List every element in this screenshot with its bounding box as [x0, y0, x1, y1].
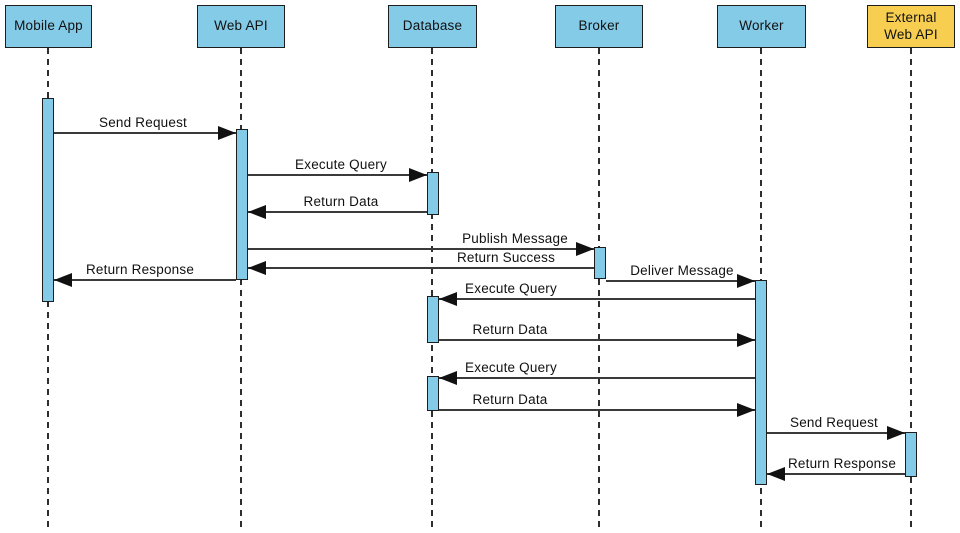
activation-bar-web-api [236, 129, 248, 280]
message-label: Return Data [303, 194, 379, 209]
arrowhead-right-icon [409, 168, 427, 182]
message-line [606, 280, 755, 282]
message-line [54, 279, 236, 281]
arrowhead-left-icon [54, 273, 72, 287]
arrowhead-left-icon [439, 371, 457, 385]
actor-external-web-api: External Web API [867, 5, 955, 48]
arrowhead-right-icon [887, 426, 905, 440]
message-label: Return Response [85, 262, 195, 277]
actor-label-mobile-app: Mobile App [14, 18, 83, 34]
message-label: Return Response [787, 456, 897, 471]
message-label: Publish Message [462, 231, 568, 246]
message-line [767, 473, 905, 475]
message-line [767, 432, 905, 434]
arrowhead-left-icon [248, 261, 266, 275]
actor-label-broker: Broker [578, 18, 620, 34]
arrowhead-right-icon [576, 242, 594, 256]
actor-label-worker: Worker [739, 18, 784, 34]
actor-label-database: Database [402, 18, 463, 34]
actor-broker: Broker [555, 5, 643, 48]
message-line [439, 377, 755, 379]
activation-bar-broker [594, 247, 606, 279]
message-label: Return Data [472, 322, 548, 337]
activation-bar-database [427, 296, 439, 343]
message-label: Return Data [472, 392, 548, 407]
actor-label-external-web-api: External Web API [884, 10, 938, 42]
actor-worker: Worker [717, 5, 806, 48]
message-label: Deliver Message [630, 263, 734, 278]
lifeline-external-web-api [910, 48, 912, 528]
arrowhead-right-icon [218, 126, 236, 140]
lifeline-broker [598, 48, 600, 528]
message-line [54, 132, 236, 134]
lifeline-web-api [240, 48, 242, 528]
message-label: Return Success [456, 250, 556, 265]
arrowhead-right-icon [737, 403, 755, 417]
message-line [439, 409, 755, 411]
message-line [439, 298, 755, 300]
arrowhead-left-icon [767, 467, 785, 481]
actor-database: Database [388, 5, 477, 48]
arrowhead-right-icon [737, 333, 755, 347]
activation-bar-external-web-api [905, 432, 917, 477]
arrowhead-right-icon [737, 274, 755, 288]
message-line [248, 267, 594, 269]
message-line [248, 248, 594, 250]
activation-bar-mobile-app [42, 98, 54, 302]
message-label: Send Request [790, 415, 878, 430]
message-label: Execute Query [465, 281, 557, 296]
arrowhead-left-icon [439, 292, 457, 306]
actor-label-web-api: Web API [214, 18, 268, 34]
activation-bar-database [427, 172, 439, 215]
message-line [248, 174, 427, 176]
message-label: Send Request [99, 115, 187, 130]
message-label: Execute Query [295, 157, 387, 172]
actor-web-api: Web API [197, 5, 285, 48]
message-label: Execute Query [465, 360, 557, 375]
activation-bar-worker [755, 280, 767, 485]
lifeline-database [431, 48, 433, 528]
message-line [439, 339, 755, 341]
actor-mobile-app: Mobile App [5, 5, 92, 48]
message-line [248, 211, 427, 213]
activation-bar-database [427, 376, 439, 411]
arrowhead-left-icon [248, 205, 266, 219]
